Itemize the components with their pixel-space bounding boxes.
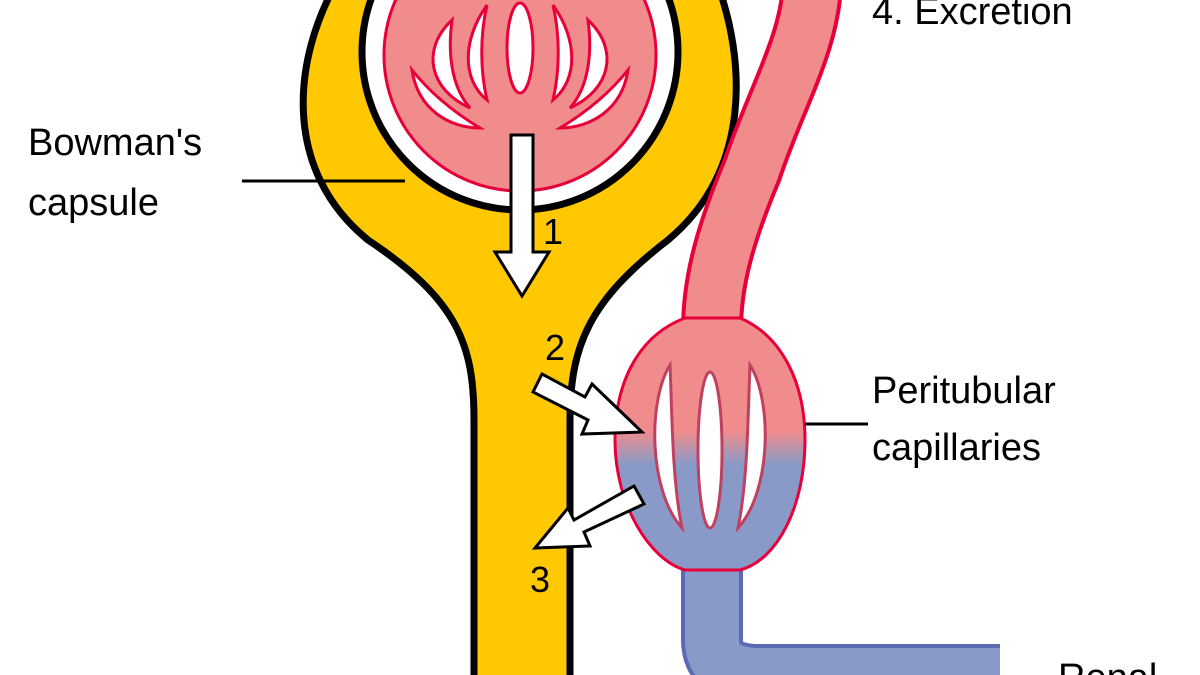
reabsorption-arrow: [530, 371, 646, 436]
peritubular-label-line1: Peritubular: [872, 370, 1056, 412]
glomerulus-loops: [409, 1, 631, 130]
filtration-arrow: [492, 133, 552, 299]
peritubular-loops: [653, 360, 767, 534]
step-1-filtration-number: 1: [543, 211, 563, 252]
secretion-arrow: [531, 483, 647, 550]
bowmans-capsule-label-line1: Bowman's: [28, 122, 202, 164]
step-2-reabsorption-number: 2: [545, 327, 565, 368]
bowmans-capsule-label-line2: capsule: [28, 182, 159, 224]
peritubular-label-line2: capillaries: [872, 427, 1041, 469]
renal-vein-label: Renal: [1058, 657, 1157, 675]
step-3-secretion-number: 3: [530, 559, 550, 600]
excretion-label: 4. Excretion: [872, 0, 1073, 33]
